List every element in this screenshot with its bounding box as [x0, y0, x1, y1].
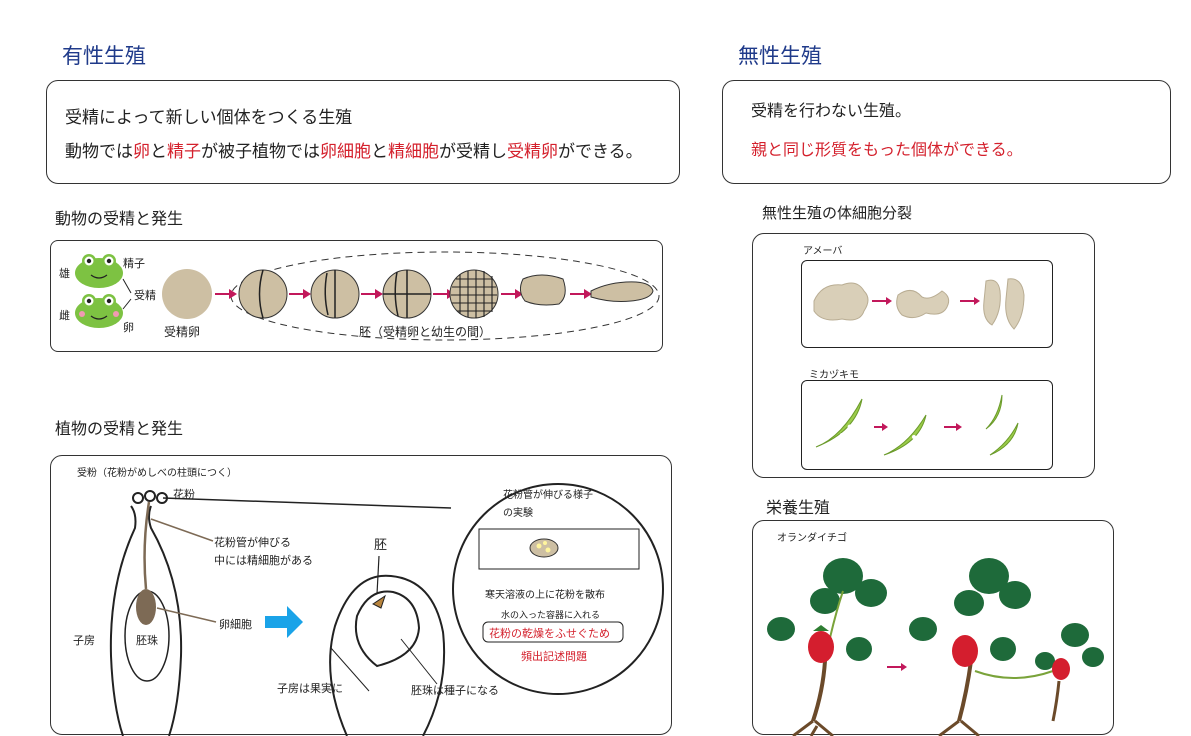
- cell-division-title: 無性生殖の体細胞分裂: [762, 204, 913, 222]
- tube-label-2: 中には精細胞がある: [214, 554, 313, 567]
- ovary-label: 子房: [73, 634, 95, 647]
- seed-label: 胚珠は種子になる: [411, 684, 499, 697]
- sentence-fragment: が受精し: [439, 142, 507, 162]
- egg-label: 卵: [123, 321, 134, 334]
- agar-label: 寒天溶液の上に花粉を散布: [485, 590, 605, 601]
- vegetative-box: オランダイチゴ: [752, 520, 1114, 736]
- closterium-panel: [801, 380, 1053, 470]
- closterium-label: ミカヅキモ: [809, 370, 859, 381]
- sentence-fragment: と: [150, 142, 167, 162]
- male-label: 雄: [59, 267, 70, 280]
- dry-reason-label: 花粉の乾燥をふせぐため: [489, 627, 610, 640]
- female-frog-icon: [75, 294, 123, 328]
- egg-cell-label: 卵細胞: [219, 618, 252, 631]
- water-label: 水の入った容器に入れる: [501, 611, 601, 621]
- tube-label-1: 花粉管が伸びる: [214, 536, 291, 549]
- larva-icon: [590, 281, 654, 302]
- asexual-definition-box: 受精を行わない生殖。 親と同じ形質をもった個体ができる。: [722, 80, 1171, 184]
- zygote-icon: [162, 269, 212, 319]
- emphasis-term: 精細胞: [388, 142, 439, 162]
- fruit-icon: [329, 574, 446, 736]
- amoeba-label: アメーバ: [803, 246, 843, 257]
- eight-cell-stage-icon: [382, 269, 432, 319]
- sentence-fragment: が被子植物では: [201, 142, 320, 162]
- sexual-line1: 受精によって新しい個体をつくる生殖: [65, 108, 353, 128]
- female-label: 雌: [59, 309, 70, 322]
- frequent-question-label: 頻出記述問題: [521, 650, 587, 663]
- cell-division-box: アメーバ ミカヅキモ: [752, 233, 1095, 478]
- strawberry-runner-icon: [909, 558, 1104, 736]
- plant-title: 植物の受精と発生: [55, 419, 184, 438]
- sexual-line2: 動物では卵と精子が被子植物では卵細胞と精細胞が受精し受精卵ができる。: [65, 137, 643, 162]
- sentence-fragment: 動物では: [65, 142, 133, 162]
- emphasis-term: 精子: [167, 142, 201, 162]
- pollination-label: 受粉（花粉がめしべの柱頭につく）: [77, 468, 237, 479]
- animal-diagram-box: 雄 雌 精子 受精 卵 受精卵 胚（受精卵と幼生の間）: [50, 240, 663, 352]
- four-cell-stage-icon: [310, 269, 360, 319]
- embryo-label: 胚（受精卵と幼生の間）: [359, 325, 492, 339]
- sentence-fragment: ができる。: [558, 142, 643, 162]
- morula-stage-icon: [449, 269, 499, 319]
- ovule-label: 胚珠: [136, 634, 158, 647]
- zygote-label: 受精卵: [164, 325, 201, 339]
- sexual-definition-box: 受精によって新しい個体をつくる生殖 動物では卵と精子が被子植物では卵細胞と精細胞…: [46, 80, 680, 184]
- strawberry-label: オランダイチゴ: [777, 533, 847, 544]
- experiment-title-1: 花粉管が伸びる様子: [503, 490, 593, 501]
- vegetative-title: 栄養生殖: [766, 498, 831, 517]
- closterium-drawing: [815, 394, 1019, 456]
- pollen-label: 花粉: [173, 488, 195, 501]
- asexual-heading: 無性生殖: [738, 44, 822, 68]
- plant-diagram-box: 受粉（花粉がめしべの柱頭につく） 花粉 花粉管が伸びる 中には精細胞がある 子房…: [50, 455, 672, 736]
- amoeba-drawing: [813, 278, 1025, 330]
- animal-diagram: [75, 251, 660, 341]
- asexual-line1: 受精を行わない生殖。: [751, 101, 912, 120]
- pistil-icon: [109, 490, 183, 736]
- embryo-plant-label: 胚: [374, 538, 388, 553]
- experiment-title-2: の実験: [503, 508, 533, 519]
- amoeba-panel: [801, 260, 1053, 348]
- sentence-fragment: と: [371, 142, 388, 162]
- plant-diagram: [109, 483, 664, 736]
- fertilization-label: 受精: [134, 289, 156, 302]
- asexual-line2: 親と同じ形質をもった個体ができる。: [751, 140, 1023, 159]
- sperm-label: 精子: [123, 257, 145, 270]
- emphasis-term: 卵細胞: [320, 142, 371, 162]
- sexual-heading: 有性生殖: [62, 44, 146, 68]
- two-cell-stage-icon: [238, 269, 288, 319]
- strawberry-plant-icon: [767, 558, 887, 736]
- agar-plate: [478, 528, 640, 570]
- emphasis-term: 受精卵: [507, 142, 558, 162]
- strawberry-drawing: [767, 558, 1104, 736]
- animal-title: 動物の受精と発生: [55, 209, 184, 228]
- gastrula-icon: [519, 274, 566, 306]
- blue-arrow-icon: [265, 606, 303, 638]
- male-frog-icon: [75, 254, 123, 288]
- fruit-label: 子房は果実に: [277, 682, 343, 695]
- emphasis-term: 卵: [133, 142, 150, 162]
